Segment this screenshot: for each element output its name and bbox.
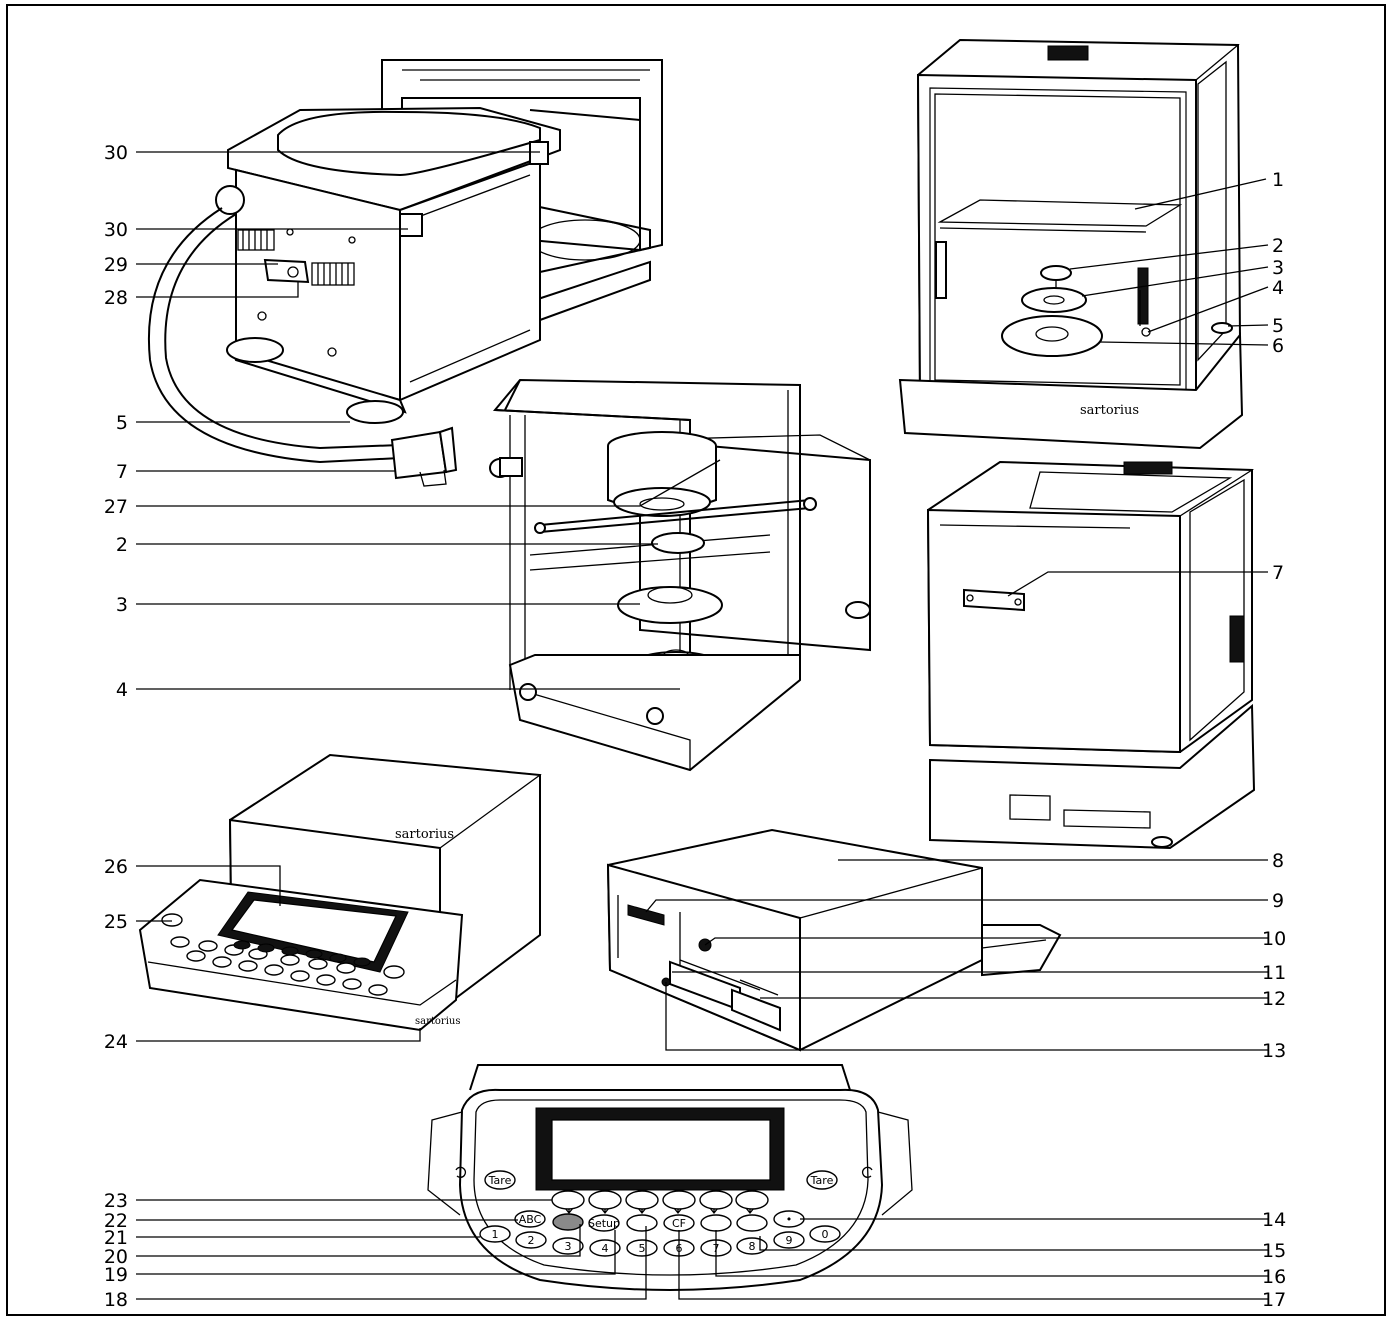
callout-label: 15 <box>1262 1240 1286 1262</box>
callout-label: 22 <box>104 1210 128 1232</box>
brand-label-front: sartorius <box>1080 403 1139 418</box>
callout-label: 14 <box>1262 1209 1286 1231</box>
callout-label: 12 <box>1262 988 1286 1010</box>
view-keypad: Tare Tare ABC Setup CF • 1 2 3 4 5 6 7 8… <box>427 1064 913 1291</box>
callout-label: 7 <box>116 461 128 483</box>
callouts-right: 1 2 3 4 5 6 7 8 9 10 11 12 13 14 15 16 1… <box>1262 169 1286 1311</box>
callout-label: 1 <box>1272 169 1284 191</box>
callout-label: 3 <box>1272 257 1284 279</box>
callout-label: 24 <box>104 1031 128 1053</box>
view-front: sartorius <box>898 38 1244 450</box>
leader-lines <box>136 151 1269 1300</box>
keypad-tare-left: Tare <box>488 1174 512 1187</box>
view-interfaces <box>606 828 1062 1052</box>
callout-label: 20 <box>104 1246 128 1268</box>
keypad-digit: 1 <box>492 1228 499 1241</box>
view-open-shield <box>489 378 871 772</box>
callout-label: 25 <box>104 911 128 933</box>
keypad-cf: CF <box>672 1217 686 1230</box>
view-display-unit: sartorius sartorius <box>138 753 542 1032</box>
callout-label: 4 <box>116 679 128 701</box>
keypad-digit: 0 <box>822 1228 829 1241</box>
callout-label: 13 <box>1262 1040 1286 1062</box>
keypad-digit: 3 <box>565 1240 572 1253</box>
callout-label: 17 <box>1262 1289 1286 1311</box>
view-back <box>926 460 1256 850</box>
callout-label: 21 <box>104 1227 128 1249</box>
diagram-frame <box>6 4 1386 1316</box>
brand-label-top: sartorius <box>395 827 454 842</box>
callout-label: 23 <box>104 1190 128 1212</box>
callout-label: 28 <box>104 287 128 309</box>
keypad-abc: ABC <box>519 1213 542 1226</box>
callout-label: 3 <box>116 594 128 616</box>
callout-label: 9 <box>1272 890 1284 912</box>
callout-label: 29 <box>104 254 128 276</box>
view-rear-side <box>148 59 663 487</box>
callout-label: 30 <box>104 219 128 241</box>
brand-label-display: sartorius <box>415 1016 460 1027</box>
keypad-digit: 4 <box>602 1242 609 1255</box>
callout-label: 8 <box>1272 850 1284 872</box>
keypad-dot: • <box>786 1213 793 1226</box>
callouts-left: 30 30 29 28 5 7 27 2 3 4 26 25 24 23 22 … <box>104 142 128 1311</box>
keypad-digit: 8 <box>749 1240 756 1253</box>
callout-label: 2 <box>1272 235 1284 257</box>
callout-label: 26 <box>104 856 128 878</box>
callout-label: 5 <box>1272 315 1284 337</box>
keypad-digit: 2 <box>528 1234 535 1247</box>
callout-label: 5 <box>116 412 128 434</box>
callout-label: 6 <box>1272 335 1284 357</box>
keypad-digit: 9 <box>786 1234 793 1247</box>
callout-label: 2 <box>116 534 128 556</box>
callout-label: 11 <box>1262 962 1286 984</box>
callout-label: 27 <box>104 496 128 518</box>
callout-label: 18 <box>104 1289 128 1311</box>
callout-label: 7 <box>1272 562 1284 584</box>
callout-label: 4 <box>1272 277 1284 299</box>
keypad-digit: 5 <box>639 1242 646 1255</box>
keypad-tare-right: Tare <box>810 1174 834 1187</box>
callout-label: 16 <box>1262 1266 1286 1288</box>
callout-label: 10 <box>1262 928 1286 950</box>
keypad-setup: Setup <box>588 1217 620 1230</box>
callout-label: 30 <box>104 142 128 164</box>
callout-label: 19 <box>104 1264 128 1286</box>
